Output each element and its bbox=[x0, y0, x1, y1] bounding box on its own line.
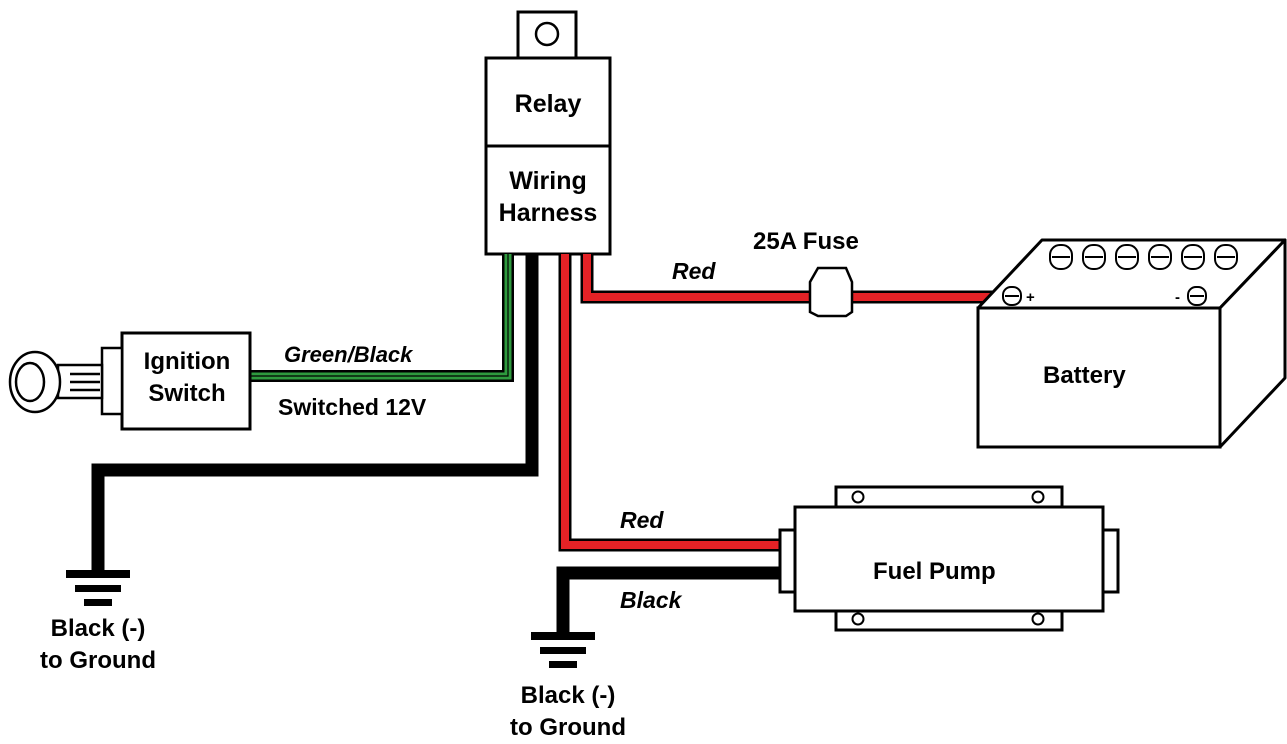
ignition-switch-label: Ignition Switch bbox=[122, 346, 252, 410]
red-wire-pump-label: Red bbox=[620, 507, 664, 533]
wiring-harness-box bbox=[484, 144, 612, 256]
ignition-key-icon bbox=[8, 346, 124, 416]
fuse-label: 25A Fuse bbox=[753, 228, 859, 255]
ground-right-label: Black (-) to Ground bbox=[488, 680, 648, 744]
ground-symbol-left bbox=[66, 570, 130, 606]
battery-negative-sign: - bbox=[1175, 289, 1180, 306]
ignition-switch-label-line-2: Switch bbox=[148, 380, 226, 407]
relay-box bbox=[484, 56, 612, 148]
ground-left-label: Black (-) to Ground bbox=[18, 613, 178, 677]
fuse-body bbox=[808, 266, 854, 318]
battery-label: Battery bbox=[1043, 362, 1126, 389]
fuel-pump-body bbox=[778, 485, 1120, 632]
wiring-harness-label-line-1: Wiring bbox=[509, 167, 587, 195]
black-ground-wire-left bbox=[91, 254, 539, 572]
ignition-switch-label-line-1: Ignition bbox=[143, 348, 231, 375]
red-wire-battery-label: Red bbox=[672, 258, 716, 284]
battery-body bbox=[976, 238, 1287, 449]
green-black-wire bbox=[250, 254, 514, 382]
fuel-pump-label: Fuel Pump bbox=[873, 558, 996, 585]
ground-symbol-right bbox=[531, 632, 595, 668]
black-wire-fuel-pump-ground bbox=[556, 566, 780, 635]
green-black-wire-label: Green/Black bbox=[284, 342, 413, 367]
switched-12v-label: Switched 12V bbox=[278, 394, 427, 420]
battery-positive-terminal: + bbox=[1002, 286, 1035, 306]
fuel-pump-mount-holes bbox=[851, 490, 1045, 626]
ground-left-label-line-1: Black (-) bbox=[50, 615, 146, 642]
battery-negative-terminal: - bbox=[1175, 286, 1207, 306]
wiring-harness-label-line-2: Harness bbox=[498, 199, 598, 227]
battery-cell-caps bbox=[1049, 244, 1238, 270]
battery-positive-sign: + bbox=[1026, 289, 1035, 306]
red-wire-to-fuel-pump bbox=[558, 254, 780, 552]
relay-label: Relay bbox=[514, 90, 582, 118]
ground-right-label-line-1: Black (-) bbox=[520, 682, 616, 709]
ignition-switch-box bbox=[120, 331, 252, 431]
red-wire-to-battery bbox=[580, 254, 1010, 304]
wiring-harness-label: Wiring Harness bbox=[486, 165, 610, 229]
ground-right-label-line-2: to Ground bbox=[510, 714, 626, 741]
relay-mount-tab bbox=[516, 10, 578, 60]
black-wire-pump-label: Black bbox=[620, 587, 682, 613]
ground-left-label-line-2: to Ground bbox=[40, 647, 156, 674]
